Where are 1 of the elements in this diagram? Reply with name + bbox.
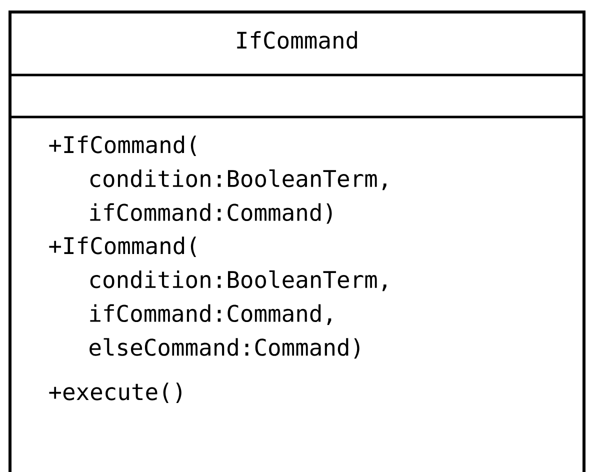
- class-box: IfCommand +IfCommand( condition:BooleanTerm, ifCommand:Command) +IfCommand( condition:BooleanTerm, ifCommand:Command, elseCommand:Command) +execute(): [8, 10, 586, 472]
